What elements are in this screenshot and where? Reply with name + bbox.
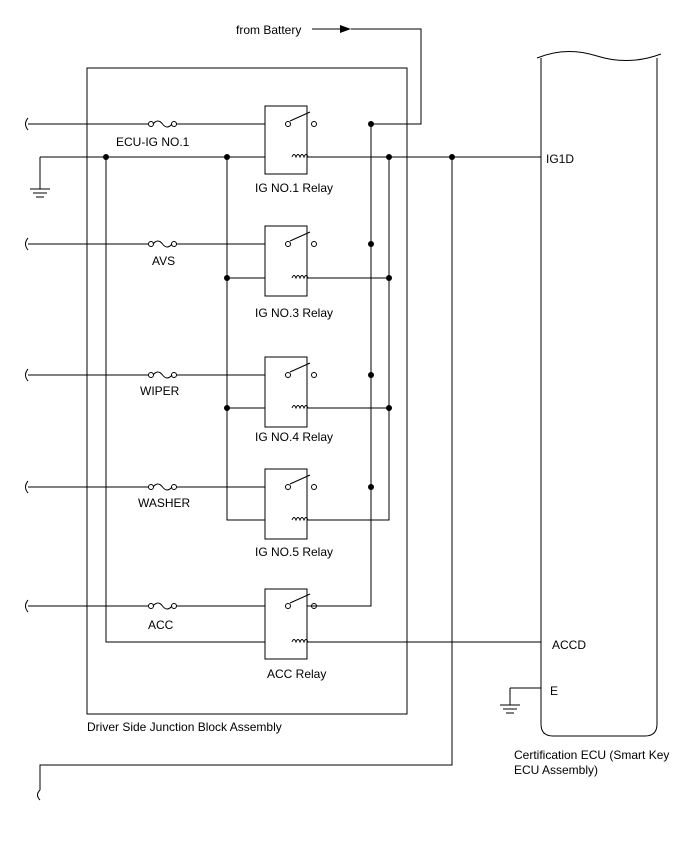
relay-box-5 (264, 588, 308, 660)
wire-break-2 (25, 237, 29, 251)
wire-break-bottom (37, 789, 41, 801)
pin-accd: ACCD (552, 638, 586, 652)
relay-box-1 (264, 105, 308, 175)
ground-symbol-left-icon (30, 188, 50, 198)
e-ground-wire (509, 687, 541, 705)
pin-ig1d: IG1D (546, 152, 574, 166)
wire-break-1 (25, 117, 29, 131)
fuse-icon-2 (152, 240, 173, 248)
junction-block-box (86, 67, 408, 715)
relay-coil-icon-3 (291, 405, 309, 410)
relay-box-4 (264, 468, 308, 540)
ecu-break-mark (536, 51, 662, 62)
ecu-body (540, 58, 658, 737)
junction-block-label: Driver Side Junction Block Assembly (87, 720, 282, 734)
wire-break-5 (25, 599, 29, 613)
ecu-label-line1: Certification ECU (Smart Key (514, 748, 669, 762)
relay-label-1: IG NO.1 Relay (255, 181, 333, 195)
fuse-icon-1 (152, 120, 173, 128)
relay-box-3 (264, 356, 308, 428)
relay-label-5: ACC Relay (267, 667, 326, 681)
relay-switch-icon-4 (289, 474, 311, 485)
relay-box-2 (264, 225, 308, 297)
coil-feed-bus (307, 157, 390, 521)
relay-coil-icon-4 (291, 517, 309, 522)
relay-coil-icon-5 (291, 639, 309, 644)
fuse-icon-4 (152, 483, 173, 491)
fuse-label-4: WASHER (138, 496, 191, 510)
pin-e: E (550, 684, 558, 698)
junction-dots (103, 121, 455, 490)
relay-switch-icon-3 (289, 362, 311, 373)
ig-coil-ground-bus (226, 157, 265, 521)
from-battery-label: from Battery (236, 23, 301, 37)
fuse-label-3: WIPER (140, 384, 180, 398)
relay-coil-icon-2 (291, 275, 309, 280)
relay-label-2: IG NO.3 Relay (255, 306, 333, 320)
ground-symbol-ecu-icon (500, 704, 520, 714)
ecu-label-line2: ECU Assembly) (514, 763, 598, 777)
fuse-icon-3 (152, 371, 173, 379)
relay-switch-icon-2 (289, 231, 311, 242)
fuse-label-2: AVS (152, 254, 175, 268)
relay-coil-icon-1 (291, 154, 309, 159)
fuse-icon-5 (152, 602, 173, 610)
relay-switch-icon-1 (289, 111, 311, 122)
fuse-label-5: ACC (148, 618, 174, 632)
relay-switch-icon-5 (289, 593, 311, 604)
switch-output-bus (307, 124, 372, 607)
ig1d-branch-wire (39, 157, 453, 790)
wire-break-3 (25, 368, 29, 382)
battery-feed-line (351, 28, 422, 125)
battery-arrow-icon (340, 25, 351, 33)
acc-coil-ground-wire (105, 157, 265, 643)
wire-break-4 (25, 480, 29, 494)
fuse-label-1: ECU-IG NO.1 (116, 135, 190, 149)
relay-label-4: IG NO.5 Relay (255, 545, 333, 559)
relay-label-3: IG NO.4 Relay (255, 430, 333, 444)
